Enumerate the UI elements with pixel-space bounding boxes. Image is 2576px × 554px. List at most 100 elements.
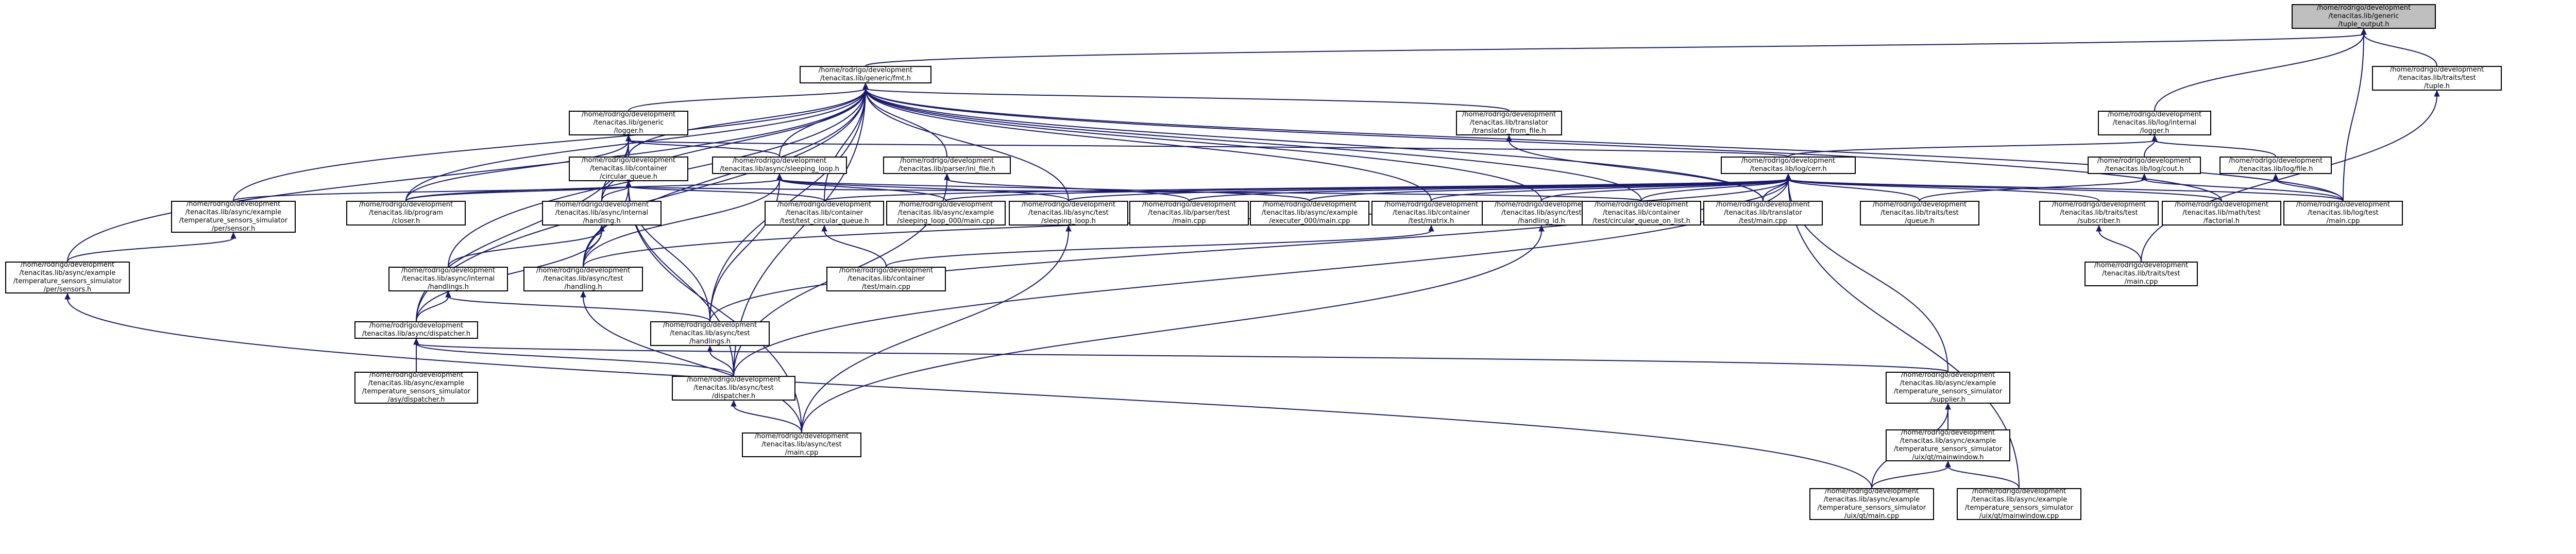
node-label-line: /tenacitas.lib/container xyxy=(1393,209,1470,217)
node-label-line: /tenacitas.lib/async/example xyxy=(1900,437,1996,445)
node-label-line: /uix/qt/mainwindow.h xyxy=(1912,454,1984,461)
node-container-circular-queue-h[interactable]: /home/rodrigo/development/tenacitas.lib/… xyxy=(569,157,688,181)
node-asy-dispatcher-h[interactable]: /home/rodrigo/development/tenacitas.lib/… xyxy=(354,372,478,404)
node-label-line: /uix/qt/mainwindow.cpp xyxy=(1979,512,2059,520)
node-generic-logger-h[interactable]: /home/rodrigo/development/tenacitas.lib/… xyxy=(569,111,688,135)
node-label-line: /tenacitas.lib/async/test xyxy=(543,275,623,283)
node-label-line: /tuple.h xyxy=(2424,82,2450,90)
include-edge xyxy=(416,343,734,376)
node-math-test-factorial-h[interactable]: /home/rodrigo/development/tenacitas.lib/… xyxy=(2162,201,2281,226)
include-edge xyxy=(801,230,1069,433)
node-label-line: /home/rodrigo/development xyxy=(401,267,496,274)
node-container-test-circular-queue-h[interactable]: /home/rodrigo/development/tenacitas.lib/… xyxy=(765,201,884,226)
node-async-sleeping-loop-h[interactable]: /home/rodrigo/development/tenacitas.lib/… xyxy=(712,157,847,174)
node-container-test-matrix-h[interactable]: /home/rodrigo/development/tenacitas.lib/… xyxy=(1371,201,1491,226)
node-label-line: /tenacitas.lib/log/cout.h xyxy=(2105,165,2184,173)
node-label-line: /home/rodrigo/development xyxy=(1901,372,1995,379)
node-label-line: /tenacitas.lib/async/example xyxy=(19,269,116,277)
include-edge xyxy=(628,140,1789,157)
node-container-test-main-cpp[interactable]: /home/rodrigo/development/tenacitas.lib/… xyxy=(826,267,946,291)
node-traits-test-tuple-h[interactable]: /home/rodrigo/development/tenacitas.lib/… xyxy=(2372,66,2502,91)
node-async-internal-handlings-h[interactable]: /home/rodrigo/development/tenacitas.lib/… xyxy=(388,267,508,291)
node-supplier-h[interactable]: /home/rodrigo/development/tenacitas.lib/… xyxy=(1886,372,2010,404)
node-generic-fmt-h[interactable]: /home/rodrigo/development/tenacitas.lib/… xyxy=(800,66,931,83)
node-generic-tuple-output-h[interactable]: /home/rodrigo/development/tenacitas.lib/… xyxy=(2292,4,2436,29)
node-label-line: /temperature_sensors_simulator xyxy=(13,278,122,285)
node-label-line: /home/rodrigo/development xyxy=(1142,201,1236,209)
include-edge xyxy=(2144,179,2344,201)
node-label-line: /main.cpp xyxy=(2124,278,2158,286)
node-label-line: /tenacitas.lib/async/example xyxy=(1823,496,1920,504)
node-traits-test-queue-h[interactable]: /home/rodrigo/development/tenacitas.lib/… xyxy=(1860,201,1979,226)
include-edge xyxy=(779,179,946,201)
node-log-test-main-cpp[interactable]: /home/rodrigo/development/tenacitas.lib/… xyxy=(2283,201,2403,226)
node-label-line: /tenacitas.lib/traits/test xyxy=(1880,209,1959,217)
node-translator-from-file-h[interactable]: /home/rodrigo/development/tenacitas.lib/… xyxy=(1456,111,1562,135)
node-label-line: /tenacitas.lib/async/example xyxy=(1900,379,1996,387)
node-label-line: /home/rodrigo/development xyxy=(581,111,676,118)
edge-arrowhead xyxy=(862,82,869,90)
node-label-line: /tenacitas.lib/async/test xyxy=(761,441,842,448)
node-label-line: /tenacitas.lib/async/sleeping_loop.h xyxy=(720,165,839,173)
include-edge xyxy=(448,296,710,322)
node-label-line: /home/rodrigo/development xyxy=(1741,157,1836,165)
node-label-line: /factorial.h xyxy=(2203,217,2240,225)
node-traits-test-main-cpp[interactable]: /home/rodrigo/development/tenacitas.lib/… xyxy=(2084,262,2198,286)
edge-arrowhead xyxy=(1538,224,1545,232)
node-label-line: /temperature_sensors_simulator xyxy=(362,388,471,395)
node-per-sensor-h[interactable]: /home/rodrigo/development/tenacitas.lib/… xyxy=(171,201,296,233)
node-async-internal-handling-h[interactable]: /home/rodrigo/development/tenacitas.lib/… xyxy=(542,201,662,226)
node-label-line: /handlings.h xyxy=(689,338,731,345)
edge-arrowhead xyxy=(821,224,827,232)
node-log-cout-h[interactable]: /home/rodrigo/development/tenacitas.lib/… xyxy=(2088,157,2201,174)
node-label-line: /executer_000/main.cpp xyxy=(1269,217,1350,225)
include-edge xyxy=(233,88,866,201)
node-uix-qt-mainwindow-cpp[interactable]: /home/rodrigo/development/tenacitas.lib/… xyxy=(1957,488,2081,520)
node-label-line: /temperature_sensors_simulator xyxy=(1817,504,1926,512)
edge-arrowhead xyxy=(625,134,632,142)
node-label-line: /per/sensors.h xyxy=(43,286,92,293)
node-label-line: /home/rodrigo/development xyxy=(2097,157,2192,165)
node-async-test-sleeping-loop-h[interactable]: /home/rodrigo/development/tenacitas.lib/… xyxy=(1009,201,1128,226)
node-log-file-h[interactable]: /home/rodrigo/development/tenacitas.lib/… xyxy=(2219,157,2332,174)
node-uix-qt-mainwindow-h[interactable]: /home/rodrigo/development/tenacitas.lib/… xyxy=(1886,429,2010,461)
node-async-test-handling-id-h[interactable]: /home/rodrigo/development/tenacitas.lib/… xyxy=(1482,201,1601,226)
edge-arrowhead xyxy=(2361,28,2367,35)
node-async-test-dispatcher-h[interactable]: /home/rodrigo/development/tenacitas.lib/… xyxy=(672,376,795,401)
node-per-sensors-h[interactable]: /home/rodrigo/development/tenacitas.lib/… xyxy=(5,262,130,293)
node-async-test-main-cpp[interactable]: /home/rodrigo/development/tenacitas.lib/… xyxy=(742,432,861,457)
node-sleeping-loop-000-main-cpp[interactable]: /home/rodrigo/development/tenacitas.lib/… xyxy=(886,201,1006,226)
node-label-line: /home/rodrigo/development xyxy=(2174,201,2269,209)
node-label-line: /home/rodrigo/development xyxy=(1716,201,1810,209)
edge-arrowhead xyxy=(1506,134,1512,142)
node-parser-test-main-cpp[interactable]: /home/rodrigo/development/tenacitas.lib/… xyxy=(1129,201,1249,226)
include-edge xyxy=(2141,95,2437,262)
include-edge xyxy=(1871,466,1948,489)
include-edge xyxy=(865,88,1764,201)
node-label-line: /home/rodrigo/development xyxy=(2052,201,2146,209)
node-async-dispatcher-h[interactable]: /home/rodrigo/development/tenacitas.lib/… xyxy=(354,321,478,339)
node-label-line: /test/main.cpp xyxy=(1739,217,1787,225)
node-translator-test-main-cpp[interactable]: /home/rodrigo/development/tenacitas.lib/… xyxy=(1703,201,1823,226)
node-log-cerr-h[interactable]: /home/rodrigo/development/tenacitas.lib/… xyxy=(1721,157,1856,174)
node-traits-test-subscriber-h[interactable]: /home/rodrigo/development/tenacitas.lib/… xyxy=(2039,201,2159,226)
node-label-line: /home/rodrigo/development xyxy=(2316,4,2411,12)
node-async-test-handling-h[interactable]: /home/rodrigo/development/tenacitas.lib/… xyxy=(523,267,643,291)
node-log-internal-logger-h[interactable]: /home/rodrigo/development/tenacitas.lib/… xyxy=(2098,111,2211,135)
node-label-line: /main.cpp xyxy=(785,449,819,457)
node-label-line: /tenacitas.lib/log/internal xyxy=(2112,119,2197,127)
node-program-closer-h[interactable]: /home/rodrigo/development/tenacitas.lib/… xyxy=(346,201,466,226)
node-executer-000-main-cpp[interactable]: /home/rodrigo/development/tenacitas.lib/… xyxy=(1250,201,1369,226)
include-edge xyxy=(405,179,780,201)
node-parser-ini-file-h[interactable]: /home/rodrigo/development/tenacitas.lib/… xyxy=(883,157,1011,174)
node-uix-qt-main-cpp[interactable]: /home/rodrigo/development/tenacitas.lib/… xyxy=(1809,488,1934,520)
node-label-line: /home/rodrigo/development xyxy=(777,201,872,209)
include-edge xyxy=(1788,179,2099,201)
node-label-line: /tenacitas.lib/container xyxy=(786,209,863,217)
node-async-test-handlings-h[interactable]: /home/rodrigo/development/tenacitas.lib/… xyxy=(650,321,770,346)
edge-arrowhead xyxy=(1945,403,1951,410)
include-edge xyxy=(1947,466,2020,489)
node-label-line: /test/matrix.h xyxy=(1408,217,1454,225)
node-label-line: /home/rodrigo/development xyxy=(1972,488,2066,495)
node-container-test-circular-queue-on-list-h[interactable]: /home/rodrigo/development/tenacitas.lib/… xyxy=(1582,201,1701,226)
